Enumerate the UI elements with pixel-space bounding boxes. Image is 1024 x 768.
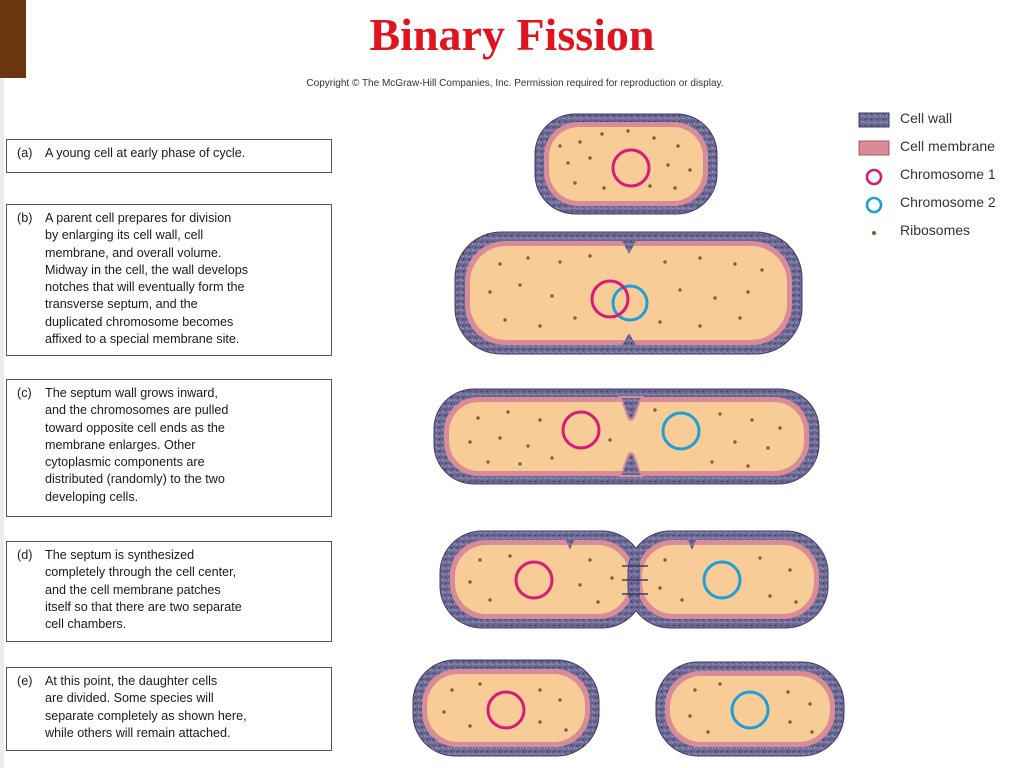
legend-item-cell-membrane: Cell membrane [858,136,1024,164]
ribosome-dot-icon [872,231,876,235]
cell-membrane-swatch-icon [858,140,890,156]
chromosome-2-ring [611,284,649,322]
step-c-letter: (c) [17,386,32,400]
page-title: Binary Fission [369,9,655,60]
step-b-box: (b) A parent cell prepares for division … [6,204,332,356]
chromosome-1-ring [561,410,601,450]
stage-c-ribosomes [468,408,782,468]
legend-item-cell-wall: Cell wall [858,108,1024,136]
chromosome-2-ring [661,411,701,451]
step-d-letter: (d) [17,548,33,562]
legend: Cell wall Cell membrane Chromosome 1 Chr… [858,108,1024,248]
chromosome-2-ring [702,560,742,600]
cell-wall-swatch-icon [858,112,890,128]
step-e-letter: (e) [17,674,33,688]
step-e-box: (e) At this point, the daughter cells ar… [6,667,332,751]
legend-item-ribosomes: Ribosomes [858,220,1024,248]
step-d-box: (d) The septum is synthesized completely… [6,541,332,642]
chromosome-1-ring-icon [865,168,883,186]
step-a-box: (a) A young cell at early phase of cycle… [6,139,332,173]
step-e-text: At this point, the daughter cells are di… [45,674,247,740]
accent-bar [0,0,26,78]
chromosome-2-ring [730,690,770,730]
legend-label: Chromosome 1 [900,166,996,182]
chromosome-1-ring [590,279,630,319]
chromosome-1-ring [611,148,651,188]
step-d-text: The septum is synthesized completely thr… [45,548,242,632]
legend-item-chromosome-1: Chromosome 1 [858,164,1024,192]
stage-d-cells [439,530,829,629]
step-c-text: The septum wall grows inward, and the ch… [45,386,229,504]
stage-b-cell [454,231,803,355]
step-c-box: (c) The septum wall grows inward, and th… [6,379,332,517]
legend-label: Cell wall [900,110,953,126]
chromosome-2-ring-icon [865,196,883,214]
stage-d-ribosomes [468,554,798,604]
stage-e-cells [412,659,845,757]
stage-e-ribosomes [442,682,814,734]
left-edge-rule [0,78,4,768]
legend-item-chromosome-2: Chromosome 2 [858,192,1024,220]
copyright-notice: Copyright © The McGraw-Hill Companies, I… [306,78,724,89]
chromosome-1-ring [514,560,554,600]
stage-b-ribosomes [488,254,764,328]
stage-c-cell [433,388,820,485]
step-a-letter: (a) [17,146,33,160]
legend-label: Cell membrane [900,138,995,154]
step-a-text: A young cell at early phase of cycle. [45,146,246,160]
step-b-letter: (b) [17,211,33,225]
legend-label: Ribosomes [900,222,971,238]
stage-a-cell [534,113,718,215]
stage-a-ribosomes [558,129,692,190]
legend-label: Chromosome 2 [900,194,996,210]
step-b-text: A parent cell prepares for division by e… [45,211,249,347]
chromosome-1-ring [486,690,526,730]
